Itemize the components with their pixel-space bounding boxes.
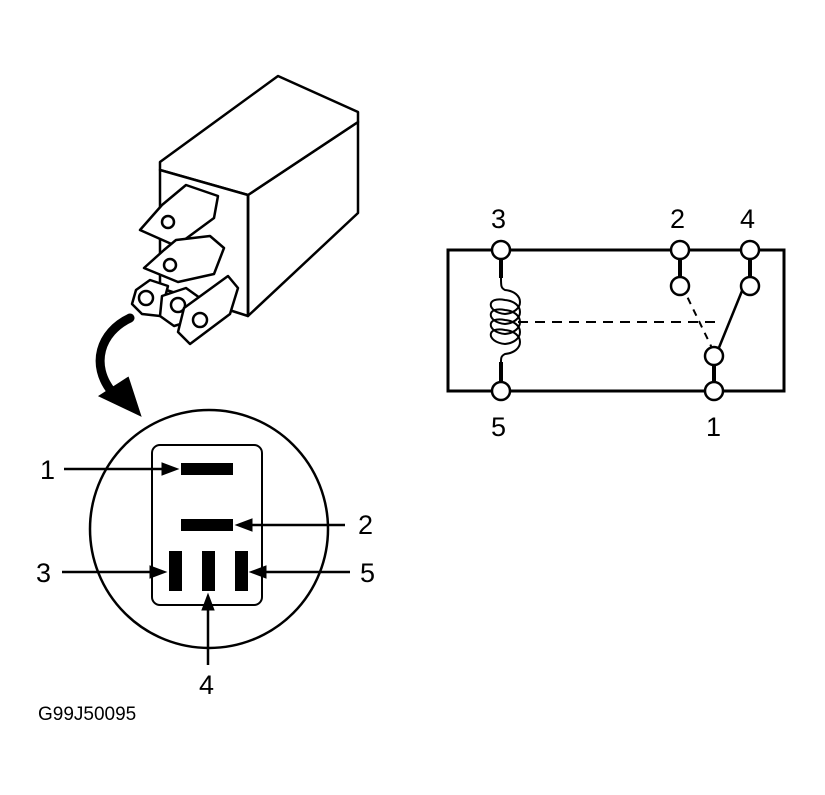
- pin-label-2: 2: [358, 510, 373, 540]
- switch-blade: [716, 285, 746, 351]
- pin-label-1: 1: [40, 455, 55, 485]
- terminal-label-5: 5: [491, 412, 506, 442]
- terminal-label-4: 4: [740, 204, 755, 234]
- terminal-1: [703, 380, 725, 402]
- pin-5: [235, 551, 248, 591]
- pin-3: [169, 551, 182, 591]
- pin-callouts: [62, 462, 350, 665]
- view-direction-arrow: [95, 313, 142, 417]
- contact-4: [739, 275, 761, 297]
- pin-label-5: 5: [360, 558, 375, 588]
- pin-2: [181, 519, 233, 531]
- terminal-2: [669, 239, 691, 261]
- pin-4: [202, 551, 215, 591]
- relay-illustration: [130, 74, 360, 346]
- terminal-label-2: 2: [670, 204, 685, 234]
- contact-2: [669, 275, 691, 297]
- pin-1: [181, 463, 233, 475]
- contact-1: [703, 345, 725, 367]
- terminal-3: [490, 239, 512, 261]
- terminal-4: [739, 239, 761, 261]
- figure-code: G99J50095: [38, 704, 136, 725]
- terminal-label-3: 3: [491, 204, 506, 234]
- relay-schematic: [446, 239, 786, 402]
- terminal-label-1: 1: [706, 412, 721, 442]
- pin-label-3: 3: [36, 558, 51, 588]
- pin-label-4: 4: [199, 670, 214, 700]
- terminal-5: [490, 380, 512, 402]
- nc-link: [681, 285, 713, 349]
